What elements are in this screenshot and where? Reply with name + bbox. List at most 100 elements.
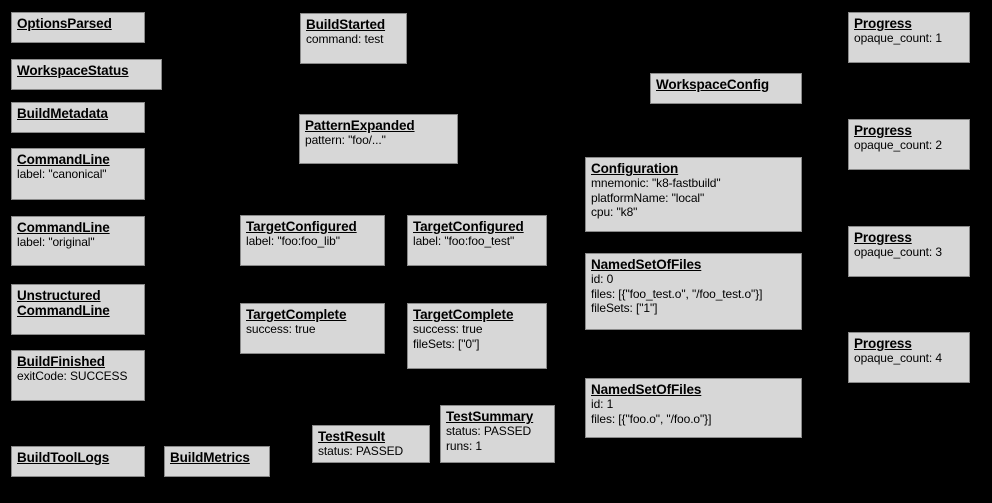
node-workspace-config[interactable]: WorkspaceConfig bbox=[650, 73, 802, 104]
node-body-line: label: "original" bbox=[17, 235, 95, 249]
node-title: BuildToolLogs bbox=[17, 450, 139, 465]
node-title-line: Progress bbox=[854, 230, 912, 245]
node-title-line: TargetConfigured bbox=[246, 219, 357, 234]
node-title: TargetConfigured bbox=[413, 219, 541, 234]
node-title: BuildFinished bbox=[17, 354, 139, 369]
node-title-line: NamedSetOfFiles bbox=[591, 382, 702, 397]
node-title-line: NamedSetOfFiles bbox=[591, 257, 702, 272]
node-title-line: BuildMetadata bbox=[17, 106, 108, 121]
node-title-line: Unstructured bbox=[17, 288, 101, 303]
node-title-line: TestSummary bbox=[446, 409, 534, 424]
node-body-line: opaque_count: 4 bbox=[854, 351, 942, 365]
node-body-line: fileSets: ["0"] bbox=[413, 336, 480, 351]
node-title: Progress bbox=[854, 230, 964, 245]
node-body-line: opaque_count: 3 bbox=[854, 245, 942, 259]
node-title-line: CommandLine bbox=[17, 303, 110, 318]
node-title-line: BuildMetrics bbox=[170, 450, 250, 465]
node-body-line: label: "canonical" bbox=[17, 167, 107, 181]
node-title: WorkspaceConfig bbox=[656, 77, 796, 92]
node-title: BuildMetrics bbox=[170, 450, 264, 465]
node-title-line: WorkspaceConfig bbox=[656, 77, 770, 92]
node-body-line: status: PASSED bbox=[446, 424, 532, 438]
node-build-metadata[interactable]: BuildMetadata bbox=[11, 102, 145, 133]
node-body-line: runs: 1 bbox=[446, 438, 482, 453]
node-title: CommandLine bbox=[17, 152, 139, 167]
node-title: Progress bbox=[854, 123, 964, 138]
node-title-line: TestResult bbox=[318, 429, 386, 444]
node-body-line: opaque_count: 2 bbox=[854, 138, 942, 152]
node-body-line: fileSets: ["1"] bbox=[591, 301, 658, 315]
node-title: WorkspaceStatus bbox=[17, 63, 156, 78]
node-body-line: cpu: "k8" bbox=[591, 205, 638, 219]
node-title: TestResult bbox=[318, 429, 424, 444]
node-title-line: TargetComplete bbox=[413, 307, 514, 322]
node-body-line: label: "foo:foo_lib" bbox=[246, 234, 340, 248]
node-title: BuildMetadata bbox=[17, 106, 139, 121]
node-title: BuildStarted bbox=[306, 17, 401, 32]
node-title: TestSummary bbox=[446, 409, 549, 424]
node-body-line: platformName: "local" bbox=[591, 190, 705, 205]
node-body-line: success: true bbox=[246, 322, 316, 336]
node-body-line: files: [{"foo_test.o", "/foo_test.o"}] bbox=[591, 286, 763, 301]
node-title-line: Progress bbox=[854, 16, 912, 31]
node-title-line: Progress bbox=[854, 123, 912, 138]
node-body-line: command: test bbox=[306, 32, 384, 46]
node-body-line: success: true bbox=[413, 322, 483, 336]
node-title: NamedSetOfFiles bbox=[591, 382, 796, 397]
node-body-line: status: PASSED bbox=[318, 444, 404, 458]
node-title-line: BuildFinished bbox=[17, 354, 105, 369]
node-body-line: label: "foo:foo_test" bbox=[413, 234, 515, 248]
node-build-tool-logs[interactable]: BuildToolLogs bbox=[11, 446, 145, 477]
node-title: OptionsParsed bbox=[17, 16, 139, 31]
node-title-line: CommandLine bbox=[17, 152, 110, 167]
node-title: Progress bbox=[854, 336, 964, 351]
node-body-line: pattern: "foo/..." bbox=[305, 133, 386, 147]
node-title-line: Progress bbox=[854, 336, 912, 351]
node-title: Progress bbox=[854, 16, 964, 31]
node-workspace-status[interactable]: WorkspaceStatus bbox=[11, 59, 162, 90]
node-title-line: PatternExpanded bbox=[305, 118, 415, 133]
node-title: Configuration bbox=[591, 161, 796, 176]
node-options-parsed[interactable]: OptionsParsed bbox=[11, 12, 145, 43]
node-build-metrics[interactable]: BuildMetrics bbox=[164, 446, 270, 477]
node-title: PatternExpanded bbox=[305, 118, 452, 133]
node-body-line: opaque_count: 1 bbox=[854, 31, 942, 45]
node-body-line: id: 0 bbox=[591, 272, 614, 286]
node-title-line: TargetComplete bbox=[246, 307, 347, 322]
node-title: TargetConfigured bbox=[246, 219, 379, 234]
node-title-line: BuildToolLogs bbox=[17, 450, 110, 465]
node-body-line: mnemonic: "k8-fastbuild" bbox=[591, 176, 721, 190]
node-title: CommandLine bbox=[17, 220, 139, 235]
node-title: NamedSetOfFiles bbox=[591, 257, 796, 272]
node-title: TargetComplete bbox=[413, 307, 541, 322]
node-title: TargetComplete bbox=[246, 307, 379, 322]
node-body-line: exitCode: SUCCESS bbox=[17, 369, 128, 383]
node-title-line: TargetConfigured bbox=[413, 219, 524, 234]
node-body-line: id: 1 bbox=[591, 397, 614, 411]
node-title-line: BuildStarted bbox=[306, 17, 386, 32]
node-body-line: files: [{"foo.o", "/foo.o"}] bbox=[591, 411, 712, 426]
node-title-line: Configuration bbox=[591, 161, 679, 176]
node-title-line: CommandLine bbox=[17, 220, 110, 235]
